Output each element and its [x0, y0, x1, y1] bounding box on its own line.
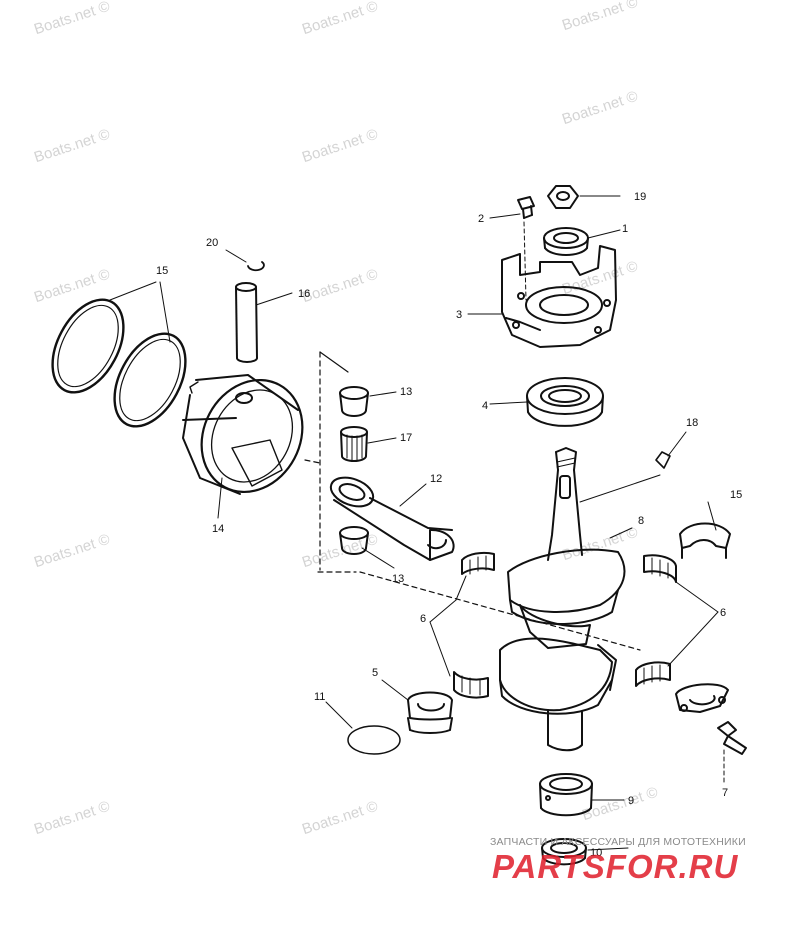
- callout-2: 2: [478, 213, 484, 225]
- callout-19: 19: [634, 191, 646, 203]
- callout-11: 11: [314, 691, 325, 703]
- piston-ring-left: [51, 298, 187, 428]
- bearing-housing: [501, 245, 617, 348]
- wrist-pin: [235, 282, 258, 363]
- hex-nut: [547, 185, 579, 209]
- lower-oil-seal: [541, 838, 587, 866]
- brand-tagline: ЗАПЧАСТИ И АКСЕССУАРЫ ДЛЯ МОТОТЕХНИКИ: [490, 836, 746, 848]
- callout-20: 20: [206, 237, 218, 249]
- needle-bearing: [340, 426, 368, 462]
- callout-9: 9: [628, 795, 634, 807]
- callout-15a: 15: [156, 265, 168, 277]
- callout-16: 16: [298, 288, 310, 300]
- brand-logo: PARTSFOR.RU: [492, 848, 739, 885]
- ball-bearing: [526, 377, 604, 427]
- bearing-half: [407, 691, 453, 734]
- callout-6b: 6: [720, 607, 726, 619]
- crankpin-bearing-upper-right: [643, 554, 677, 583]
- alignment-dashes: [304, 351, 641, 651]
- callout-7: 7: [722, 787, 728, 799]
- thrust-washer-bottom: [339, 526, 369, 555]
- callout-13b: 13: [392, 573, 404, 585]
- callout-14: 14: [212, 523, 224, 535]
- cap-bolt: [717, 721, 747, 755]
- thrust-washer-top: [339, 386, 369, 417]
- roller-bearing: [539, 773, 593, 817]
- woodruff-key: [655, 451, 671, 469]
- callout-6a: 6: [420, 613, 426, 625]
- callout-5: 5: [372, 667, 378, 679]
- piston: [182, 374, 304, 495]
- callout-12: 12: [430, 473, 442, 485]
- callout-3: 3: [456, 309, 462, 321]
- connecting-rod: [329, 476, 455, 561]
- callout-8: 8: [638, 515, 644, 527]
- callout-13a: 13: [400, 386, 412, 398]
- crankpin-bearing-upper-left: [461, 551, 495, 575]
- circlip: [247, 261, 265, 272]
- rod-cap: [679, 522, 731, 559]
- callout-10: 10: [590, 847, 602, 859]
- callout-17: 17: [400, 432, 412, 444]
- crankshaft: [499, 447, 626, 752]
- callout-1: 1: [622, 223, 628, 235]
- crankpin-bearing-lower-left: [453, 671, 489, 699]
- callout-15b: 15: [730, 489, 742, 501]
- oil-seal: [543, 227, 589, 256]
- leader-lines: [109, 195, 725, 851]
- callout-numbers: 1 2 3 4 5 6 6 7 8 9 10 11 12 13 13 14 15…: [156, 191, 742, 859]
- rod-cap-lower: [675, 683, 729, 713]
- screw: [517, 196, 535, 219]
- gasket: [347, 725, 401, 755]
- crankpin-bearing-lower-right: [635, 661, 671, 687]
- callout-4: 4: [482, 400, 488, 412]
- callout-18: 18: [686, 417, 698, 429]
